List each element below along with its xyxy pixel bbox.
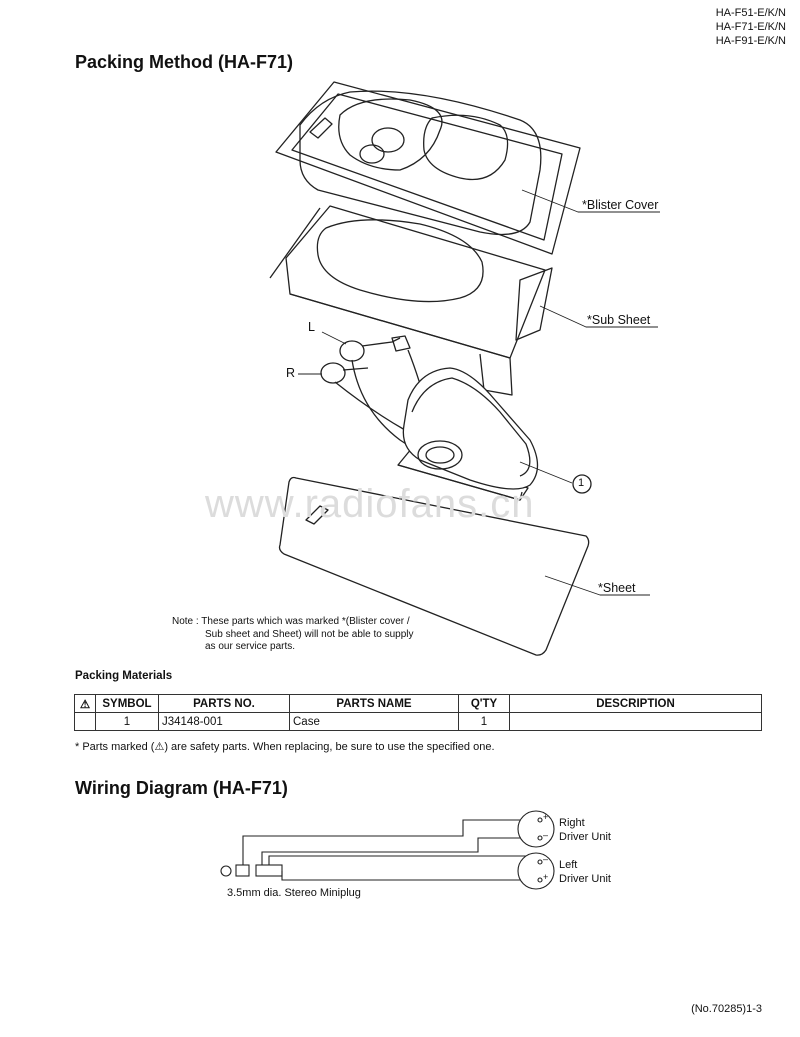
right-driver-label: Right Driver Unit <box>559 816 611 844</box>
model-number: HA-F51-E/K/N <box>715 7 786 19</box>
model-number: HA-F71-E/K/N <box>715 21 786 33</box>
parts-name-cell: Case <box>289 712 459 731</box>
case-drawing <box>397 367 539 501</box>
label-line: Driver Unit <box>559 831 611 843</box>
watermark: www.radiofans.cn <box>205 482 535 526</box>
right-earphone-label: R <box>286 366 296 380</box>
label-line: Left <box>559 859 578 871</box>
plug-sleeve <box>255 864 283 877</box>
note-line: Sub sheet and Sheet) will not be able to… <box>205 628 414 640</box>
model-list: HA-F51-E/K/N HA-F71-E/K/N HA-F91-E/K/N <box>716 6 786 48</box>
item-balloon <box>572 474 592 494</box>
terminal <box>537 877 543 883</box>
wire-right-minus <box>261 837 540 865</box>
sheet-drawing <box>278 476 590 656</box>
label-line: Driver Unit <box>559 873 611 885</box>
symbol-cell: 1 <box>95 712 159 731</box>
safety-footnote: * Parts marked (⚠) are safety parts. Whe… <box>75 741 495 753</box>
plug-ring <box>235 864 250 877</box>
wire-left-plus <box>281 871 540 881</box>
polarity-plus: + <box>543 872 549 882</box>
page-number: (No.70285)1-3 <box>691 1003 762 1015</box>
terminal <box>537 817 543 823</box>
left-driver-unit <box>517 852 555 890</box>
terminal <box>537 835 543 841</box>
polarity-minus: – <box>543 854 549 864</box>
packing-method-title: Packing Method (HA-F71) <box>75 52 294 72</box>
wire-right-plus <box>242 819 540 865</box>
plug-tip <box>220 865 232 877</box>
sheet-label: *Sheet <box>598 581 636 595</box>
description-cell <box>509 712 762 731</box>
polarity-minus: – <box>543 830 549 840</box>
sub-sheet-label: *Sub Sheet <box>587 313 651 327</box>
note-line: as our service parts. <box>205 641 296 652</box>
blister-cover-drawing <box>275 81 581 255</box>
wire-left-minus <box>268 855 541 865</box>
packing-materials-title: Packing Materials <box>75 670 173 682</box>
wiring-diagram-title: Wiring Diagram (HA-F71) <box>75 778 288 798</box>
label-line: Right <box>559 817 585 829</box>
leader-lines <box>298 189 660 596</box>
plug-label: 3.5mm dia. Stereo Miniplug <box>227 887 361 899</box>
qty-column-header: Q'TY <box>458 694 510 713</box>
note-line: Note : These parts which was marked *(Bl… <box>172 616 410 627</box>
packing-materials-table: ⚠ SYMBOL PARTS NO. PARTS NAME Q'TY DESCR… <box>74 694 762 731</box>
packing-note: Note : These parts which was marked *(Bl… <box>172 616 413 654</box>
left-driver-label: Left Driver Unit <box>559 858 611 886</box>
item-number: 1 <box>578 477 585 489</box>
polarity-plus: + <box>543 812 549 822</box>
terminal <box>537 859 543 865</box>
table-row: 1 J34148-001 Case 1 <box>74 712 762 731</box>
sub-sheet-drawing <box>269 205 553 396</box>
model-number: HA-F91-E/K/N <box>715 35 786 47</box>
left-earphone-label: L <box>308 320 315 334</box>
right-driver-unit <box>517 810 555 848</box>
blister-cover-label: *Blister Cover <box>582 198 659 212</box>
